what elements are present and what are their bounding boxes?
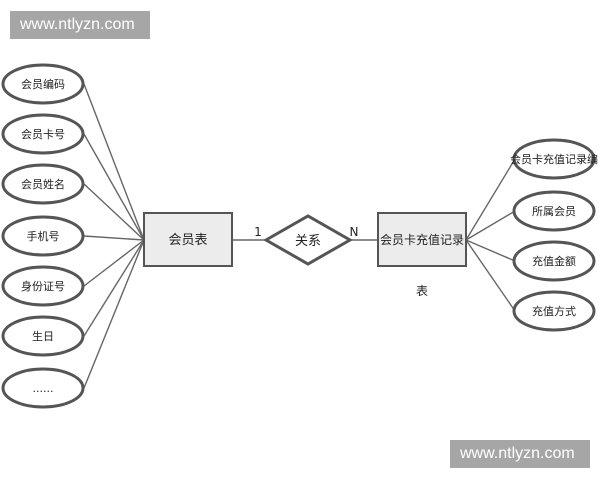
recharge-attribute-connector [465, 239, 516, 312]
recharge-attribute-label: 充值金额 [532, 254, 576, 268]
relationship-diamond [262, 214, 354, 266]
member-attribute-connector [83, 83, 145, 241]
member-attribute-label: ...... [33, 382, 54, 395]
member-attribute-ellipse [1, 265, 85, 307]
cardinality-right: N [350, 225, 359, 239]
recharge-entity-box [377, 212, 467, 267]
recharge-attribute-connector [465, 158, 516, 241]
member-attributes-group: 会员编码会员卡号会员姓名手机号身份证号生日...... [1, 63, 85, 409]
cardinality-left: 1 [254, 225, 262, 239]
member-attribute-ellipse [1, 163, 85, 205]
recharge-attribute-connector [465, 239, 516, 262]
recharge-entity-label: 会员卡充值记录 [380, 232, 464, 247]
member-entity-label: 会员表 [168, 233, 207, 248]
relationship-label: 关系 [295, 234, 321, 249]
member-entity-box [143, 212, 233, 267]
watermark-bottom: www.ntlyzn.com [450, 440, 590, 468]
member-attribute-ellipse [1, 367, 85, 409]
member-attribute-connector [83, 133, 145, 241]
recharge-entity-caption: 表 [416, 284, 428, 298]
member-attribute-label: 会员卡号 [21, 128, 65, 141]
member-attribute-ellipse [1, 215, 85, 257]
recharge-attribute-label: 充值方式 [532, 304, 576, 318]
member-attribute-label: 会员编码 [21, 77, 65, 91]
recharge-attribute-ellipse [512, 240, 596, 282]
recharge-attribute-connector [465, 210, 516, 241]
member-attribute-ellipse [1, 63, 85, 105]
member-attribute-label: 手机号 [27, 229, 60, 243]
recharge-attribute-ellipse [512, 290, 596, 332]
member-attribute-ellipse [1, 113, 85, 155]
recharge-attribute-ellipse [512, 190, 596, 232]
member-attribute-connector [83, 239, 145, 287]
member-attribute-connector [83, 235, 145, 241]
member-attribute-ellipse [1, 315, 85, 357]
recharge-attribute-ellipse [512, 138, 596, 180]
member-attribute-label: 身份证号 [21, 279, 65, 293]
connector-lines [83, 83, 516, 389]
member-attribute-connector [83, 239, 145, 389]
member-attribute-connector [83, 183, 145, 241]
member-attribute-label: 会员姓名 [21, 177, 65, 191]
recharge-attribute-label: 所属会员 [532, 205, 576, 218]
recharge-attribute-label: 会员卡充值记录编 [510, 152, 598, 166]
member-attribute-connector [83, 239, 145, 337]
member-attribute-label: 生日 [32, 329, 54, 343]
watermark-top: www.ntlyzn.com [10, 11, 150, 39]
